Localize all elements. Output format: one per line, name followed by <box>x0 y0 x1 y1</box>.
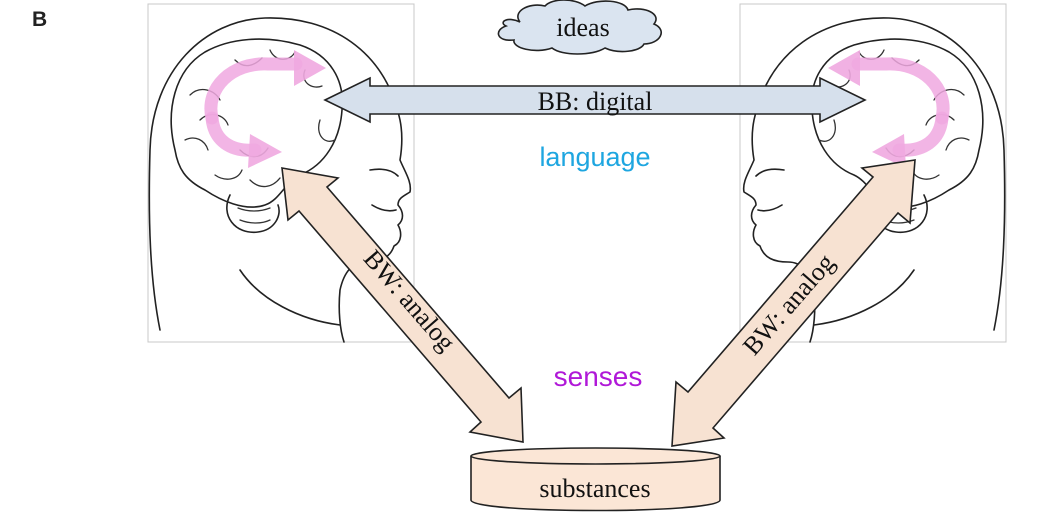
language-label: language <box>539 142 650 172</box>
ideas-label: ideas <box>556 13 609 42</box>
panel-label: B <box>32 8 47 31</box>
bb-label: BB: digital <box>538 87 653 116</box>
substances-label: substances <box>539 474 650 503</box>
ideas-cloud: ideas <box>497 0 662 55</box>
right-brain-loop-arrow <box>851 57 950 125</box>
bb-digital-arrow: BB: digital <box>323 76 867 124</box>
substances-container: substances <box>470 447 721 512</box>
senses-label: senses <box>554 361 643 392</box>
left-brain-loop-arrow <box>204 57 303 125</box>
